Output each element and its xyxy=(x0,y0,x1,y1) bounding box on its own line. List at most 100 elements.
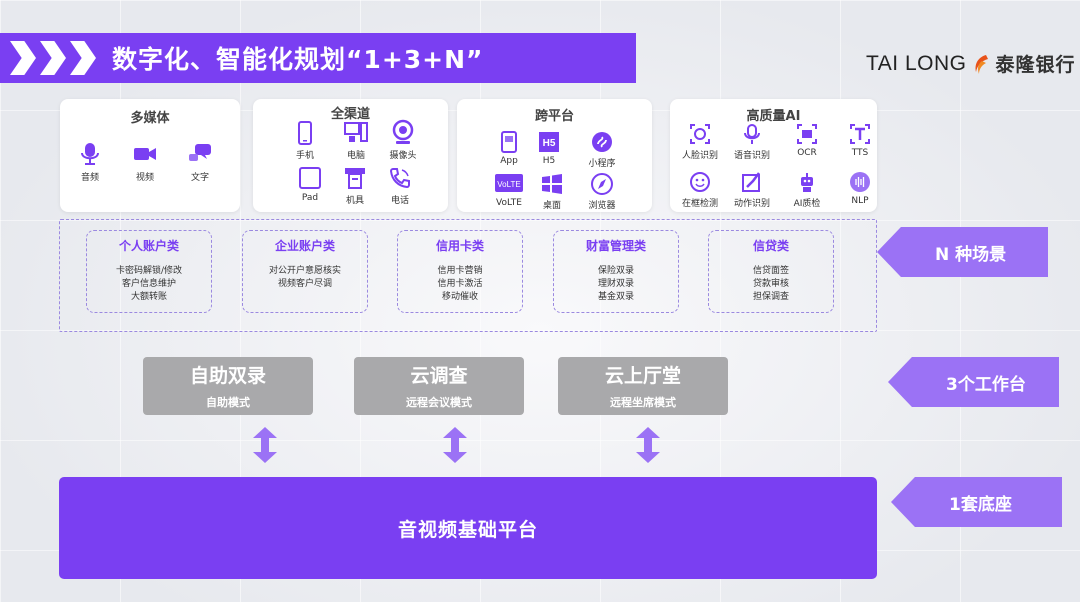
chevron-arrows-icon xyxy=(10,41,102,75)
scenario-line: 对公开户意愿核实 xyxy=(268,266,341,276)
app-icon xyxy=(501,131,517,153)
scenario-title: 信贷类 xyxy=(752,239,789,253)
item-label: 摄像头 xyxy=(389,151,417,161)
ai-item-nlp: NLP xyxy=(830,171,890,206)
item-label: 桌面 xyxy=(542,201,561,211)
channel-item-h5: H5 H5 xyxy=(519,131,579,166)
tag-three-workbenches: 3个工作台 xyxy=(888,357,1059,407)
webcam-icon xyxy=(392,119,414,144)
scenario-lines: 卡密码解锁/修改 客户信息维护 大额转账 xyxy=(87,265,211,304)
item-label: 电脑 xyxy=(346,151,365,161)
scenario-line: 理财双录 xyxy=(597,279,634,289)
svg-text:H5: H5 xyxy=(543,138,556,149)
item-label: 语音识别 xyxy=(733,151,770,161)
scenario-wealth-management: 财富管理类 保险双录 理财双录 基金双录 xyxy=(553,230,679,313)
double-arrow-icon xyxy=(636,427,660,463)
item-label: 动作识别 xyxy=(733,199,770,209)
telephone-icon xyxy=(389,168,410,189)
item-label: 手机 xyxy=(295,151,314,161)
card-title: 高质量AI xyxy=(746,109,801,124)
scenario-line: 大额转账 xyxy=(130,292,167,302)
scenario-title: 信用卡类 xyxy=(435,239,484,253)
channel-card-omnichannel: 全渠道 手机 电脑 摄像头 Pad 机 xyxy=(253,99,448,212)
volte-icon: VoLTE xyxy=(495,174,523,192)
item-label: 文字 xyxy=(190,173,209,183)
tts-icon xyxy=(850,124,870,144)
ai-item-action: 动作识别 xyxy=(722,171,782,209)
card-title: 跨平台 xyxy=(534,109,574,124)
browser-compass-icon xyxy=(591,173,613,195)
workbench-title: 云上厅堂 xyxy=(604,365,681,387)
video-camera-icon xyxy=(134,148,156,160)
scenario-corporate-account: 企业账户类 对公开户意愿核实 视频客户尽调 xyxy=(242,230,368,313)
channel-card-multimedia: 多媒体 音频 视频 文字 xyxy=(60,99,240,212)
item-label: App xyxy=(500,156,518,166)
card-title: 多媒体 xyxy=(130,111,170,126)
channel-item-browser: 浏览器 xyxy=(572,173,632,211)
double-arrow-icon xyxy=(443,427,467,463)
scenario-credit-card: 信用卡类 信用卡营销 信用卡激活 移动催收 xyxy=(397,230,523,313)
scenario-credit-loan: 信贷类 信贷面签 贷款审核 担保调查 xyxy=(708,230,834,313)
h5-icon: H5 xyxy=(539,132,559,152)
chat-bubble-icon xyxy=(189,144,211,161)
tag-label: 1套底座 xyxy=(949,494,1012,515)
item-label: 小程序 xyxy=(588,159,616,169)
channel-item-webcam: 摄像头 xyxy=(373,119,433,161)
workbench-subtitle: 远程会议模式 xyxy=(406,396,472,409)
channel-item-app: App xyxy=(479,131,539,166)
mini-program-icon xyxy=(592,132,612,152)
channel-item-video: 视频 xyxy=(115,141,175,183)
scenario-lines: 信用卡营销 信用卡激活 移动催收 xyxy=(398,265,522,304)
scenario-lines: 对公开户意愿核实 视频客户尽调 xyxy=(243,265,367,291)
item-label: AI质检 xyxy=(793,199,821,209)
bank-logo: TAI LONG 泰隆银行 xyxy=(866,50,1075,77)
platform-label: 音视频基础平台 xyxy=(397,518,538,541)
scenario-title: 财富管理类 xyxy=(585,239,646,253)
channel-item-telephone: 电话 xyxy=(370,166,430,206)
action-recognition-icon xyxy=(742,172,760,192)
ai-item-in-frame: 在框检测 xyxy=(670,171,730,209)
workbench-self-service: 自助双录 自助模式 xyxy=(143,357,313,415)
voice-recognition-icon xyxy=(744,124,760,144)
item-label: OCR xyxy=(797,148,817,158)
nlp-icon xyxy=(850,172,870,192)
scenario-line: 客户信息维护 xyxy=(121,279,176,289)
workbench-title: 自助双录 xyxy=(189,365,266,387)
in-frame-detection-icon xyxy=(690,172,710,192)
tag-one-foundation: 1套底座 xyxy=(891,477,1062,527)
tablet-icon xyxy=(299,167,321,189)
tag-label: N 种场景 xyxy=(935,244,1007,265)
workbench-title: 云调查 xyxy=(410,365,468,387)
ai-item-voice: 语音识别 xyxy=(722,123,782,161)
logo-flame-icon xyxy=(976,54,989,74)
channel-card-ai: 高质量AI 人脸识别 语音识别 OCR TTS xyxy=(670,99,877,212)
mobile-phone-icon xyxy=(298,121,312,145)
channel-card-cross-platform: 跨平台 App H5 H5 小程序 VoLTE VoLTE 桌面 xyxy=(457,99,652,212)
ai-item-face: 人脸识别 xyxy=(670,123,730,161)
svg-text:VoLTE: VoLTE xyxy=(497,180,520,189)
scenario-line: 信用卡激活 xyxy=(437,279,483,289)
computer-icon xyxy=(344,122,368,142)
channel-item-phone: 手机 xyxy=(275,121,335,161)
channel-item-kiosk: 机具 xyxy=(325,166,385,206)
title-bar: 数字化、智能化规划“1+3+N” xyxy=(0,33,636,83)
logo-text-en: TAI LONG xyxy=(866,51,967,75)
scenario-title: 个人账户类 xyxy=(118,239,179,253)
ai-quality-robot-icon xyxy=(801,173,813,192)
scenario-line: 移动催收 xyxy=(441,292,478,302)
ai-item-tts: TTS xyxy=(830,123,890,158)
face-recognition-icon xyxy=(690,124,710,144)
microphone-icon xyxy=(81,143,99,165)
scenario-line: 保险双录 xyxy=(597,266,634,276)
scenario-lines: 保险双录 理财双录 基金双录 xyxy=(554,265,678,304)
scenario-line: 信用卡营销 xyxy=(437,266,483,276)
scenario-title: 企业账户类 xyxy=(274,239,335,253)
workbench-cloud-hall: 云上厅堂 远程坐席模式 xyxy=(558,357,728,415)
scenario-line: 信贷面签 xyxy=(752,266,789,276)
ai-item-ocr: OCR xyxy=(777,123,837,158)
card-title: 全渠道 xyxy=(330,107,370,122)
tag-n-scenarios: N 种场景 xyxy=(877,227,1048,277)
scenario-lines: 信贷面签 贷款审核 担保调查 xyxy=(709,265,833,304)
ocr-icon xyxy=(797,124,817,144)
item-label: VoLTE xyxy=(496,198,522,208)
